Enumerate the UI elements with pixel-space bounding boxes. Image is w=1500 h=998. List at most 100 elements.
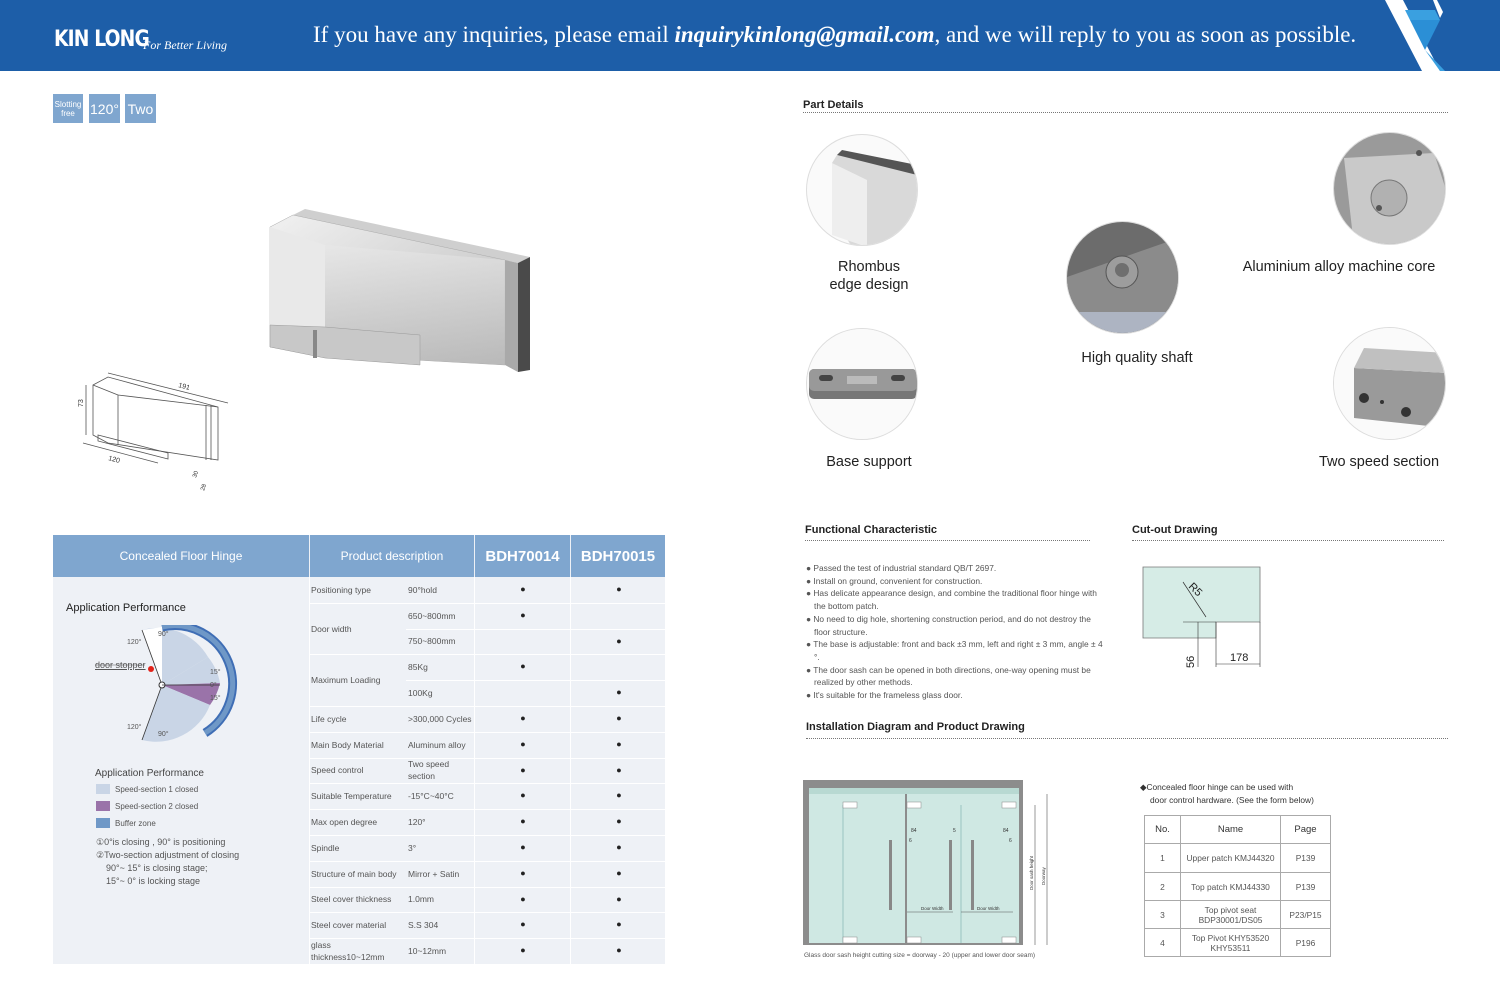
- dim-w2: 28: [200, 483, 208, 492]
- spec-row-value: 85Kg: [408, 662, 428, 673]
- part-details-title: Part Details: [803, 99, 864, 111]
- cutout-height: 56: [1185, 656, 1197, 668]
- row-divider: [310, 809, 665, 811]
- spec-row-name: Steel cover thickness: [311, 894, 392, 905]
- spec-row-value: 750~800mm: [408, 636, 456, 647]
- spec-row-value: 3°: [408, 842, 417, 853]
- install-dim: 84: [1003, 828, 1009, 834]
- part-image-machine-core: [1333, 132, 1446, 245]
- spec-dot-a: ●: [520, 738, 526, 749]
- note-line: ②Two-section adjustment of closing: [96, 850, 240, 860]
- part-image-shaft: [1066, 221, 1179, 334]
- divider: [570, 577, 571, 964]
- spec-dot-b: ●: [616, 712, 622, 723]
- angle-label: 15°: [210, 669, 221, 676]
- spec-row-value: Aluminum alloy: [408, 739, 466, 750]
- spec-row-value: >300,000 Cycles: [408, 713, 472, 724]
- angle-badge: 120°: [89, 94, 120, 123]
- spec-row-name: Door width: [311, 623, 352, 634]
- cutout-title: Cut-out Drawing: [1132, 524, 1218, 536]
- spec-dot-a: ●: [520, 867, 526, 878]
- dim-w1: 30: [192, 470, 200, 479]
- badge-text: free: [61, 108, 75, 118]
- two-speed-icon: [1334, 328, 1445, 439]
- spec-dot-b: ●: [616, 738, 622, 749]
- cell-page: P139: [1280, 843, 1331, 873]
- door-stopper-label: door stopper: [95, 660, 146, 670]
- part-image-two-speed: [1333, 327, 1446, 440]
- badge-text: Slotting: [54, 99, 82, 109]
- part-label-shaft: High quality shaft: [1081, 350, 1193, 366]
- spec-table: Concealed Floor Hinge Product descriptio…: [53, 535, 665, 964]
- spec-dot-b: ●: [616, 867, 622, 878]
- legend-swatch: [96, 818, 110, 828]
- cell-page: P139: [1280, 872, 1331, 901]
- functional-item: ● The base is adjustable: front and back…: [806, 639, 1103, 662]
- spec-dot-b: ●: [616, 816, 622, 827]
- spec-row-value: 10~12mm: [408, 946, 447, 957]
- cell-name: Top patch KMJ44330: [1180, 872, 1281, 901]
- col-header-no: No.: [1144, 815, 1181, 844]
- legend-label: Speed-section 1 closed: [115, 785, 199, 794]
- installation-diagram: 84 5 84 6 6 Door Width Door Width Door s…: [803, 780, 1048, 945]
- part-image-base-support: [806, 328, 918, 440]
- dim-base: 120: [107, 455, 120, 465]
- brand-logo: KIN LONG: [54, 27, 150, 52]
- shaft-icon: [1067, 222, 1178, 333]
- table-row: 2 Top patch KMJ44330 P139: [1144, 872, 1331, 901]
- spec-dot-a: ●: [520, 945, 526, 956]
- dotted-divider: [803, 112, 1448, 113]
- spec-row-name: glass thickness10~12mm: [311, 940, 385, 963]
- part-label-text: Rhombus: [837, 259, 901, 275]
- dim-length: 191: [177, 382, 190, 392]
- installation-note-line: door control hardware. (See the form bel…: [1150, 794, 1314, 805]
- spec-dot-a: ●: [520, 919, 526, 930]
- rhombus-edge-icon: [832, 150, 917, 245]
- spec-dot-a: ●: [520, 609, 526, 620]
- cutout-drawing: R5 178 56: [1142, 566, 1261, 668]
- spec-row-value: 1.0mm: [408, 894, 434, 905]
- row-divider: [310, 835, 665, 836]
- spec-row-name: Steel cover material: [311, 920, 387, 931]
- row-divider: [406, 680, 665, 682]
- cell-no: 4: [1144, 928, 1181, 957]
- install-dim: Door Width: [921, 906, 944, 911]
- legend-swatch: [96, 784, 110, 794]
- spec-row-value: 90°hold: [408, 584, 437, 595]
- spec-row-value: 120°: [408, 817, 426, 828]
- product-main-image: [269, 209, 530, 372]
- installation-title: Installation Diagram and Product Drawing: [806, 721, 1025, 733]
- spec-row-value: -15°C~40°C: [408, 791, 454, 802]
- corner-logo-icon: [1385, 0, 1445, 71]
- spec-dot-b: ●: [616, 583, 622, 594]
- legend-title: Application Performance: [95, 768, 204, 779]
- functional-title: Functional Characteristic: [805, 524, 938, 536]
- machine-core-icon: [1334, 133, 1445, 244]
- divider: [474, 577, 475, 964]
- table-row: 3 Top pivot seat BDP30001/DS05 P23/P15: [1144, 900, 1331, 929]
- dim-height: 73: [78, 399, 85, 407]
- spec-dot-a: ●: [520, 661, 526, 672]
- install-dim: 84: [911, 828, 917, 834]
- row-divider: [310, 886, 665, 888]
- angle-label: 90°: [158, 631, 169, 638]
- installation-note-line: ◆Concealed floor hinge can be used with: [1140, 782, 1294, 792]
- header-concealed-floor-hinge: Concealed Floor Hinge: [53, 535, 309, 577]
- angle-label: 90°: [158, 731, 169, 738]
- angle-label: 0°: [210, 682, 217, 689]
- spec-dot-b: ●: [616, 893, 622, 904]
- row-divider: [310, 602, 665, 604]
- part-label-two-speed: Two speed section: [1318, 454, 1440, 470]
- spec-row-name: Positioning type: [311, 584, 372, 595]
- message-suffix: , and we will reply to you as soon as po…: [934, 22, 1357, 47]
- spec-dot-b: ●: [616, 790, 622, 801]
- functional-item: ● It's suitable for the frameless glass …: [806, 690, 963, 701]
- email-link[interactable]: inquirykinlong@gmail.com: [674, 22, 935, 47]
- part-label-machine-core: Aluminium alloy machine core: [1242, 259, 1436, 275]
- installation-note: ◆Concealed floor hinge can be used with …: [1140, 781, 1314, 806]
- spec-dot-a: ●: [520, 764, 526, 775]
- spec-dot-a: ●: [520, 712, 526, 723]
- spec-dot-b: ●: [616, 919, 622, 930]
- row-divider: [310, 783, 665, 785]
